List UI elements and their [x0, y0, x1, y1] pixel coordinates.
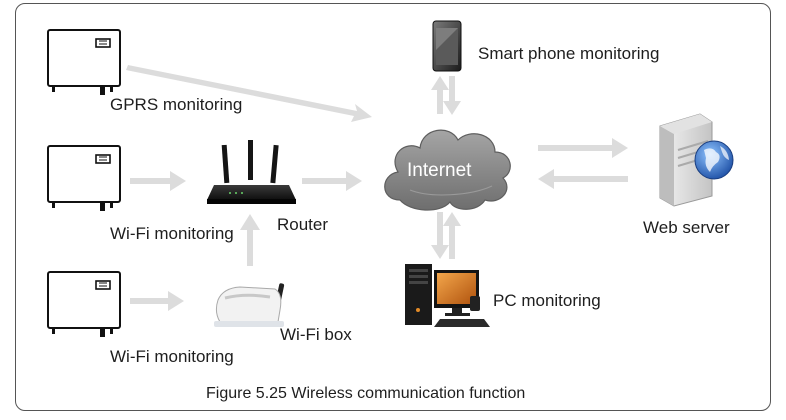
web-server-icon — [659, 113, 713, 207]
inverter-icon — [47, 145, 121, 211]
arrow-internet-to-web-server — [538, 138, 628, 158]
arrow-gprs-to-internet — [126, 65, 372, 122]
label-wifi-monitoring-1: Wi-Fi monitoring — [110, 224, 234, 243]
arrow-router-to-internet — [302, 171, 362, 191]
inverter-icon — [47, 29, 121, 95]
globe-icon — [694, 140, 734, 180]
arrow-smartphone-to-internet — [443, 76, 461, 115]
arrow-inverter-to-router — [130, 171, 186, 191]
label-wifi-monitoring-2: Wi-Fi monitoring — [110, 347, 234, 366]
arrow-web-server-to-internet — [538, 169, 628, 189]
cloud-icon — [384, 129, 511, 211]
wifi-box-icon — [214, 283, 285, 327]
label-wifi-box: Wi-Fi box — [280, 325, 352, 344]
arrow-internet-to-pc — [431, 212, 449, 259]
pc-icon — [405, 264, 490, 327]
label-internet: Internet — [407, 160, 472, 181]
arrow-inverter-to-wifi-box — [130, 291, 184, 311]
arrow-pc-to-internet — [443, 212, 461, 259]
label-smartphone-monitoring: Smart phone monitoring — [478, 44, 660, 63]
label-gprs-monitoring: GPRS monitoring — [110, 95, 243, 114]
router-icon — [207, 140, 296, 204]
smartphone-icon — [432, 20, 462, 72]
arrow-internet-to-smartphone — [431, 76, 449, 114]
label-web-server: Web server — [643, 218, 730, 237]
inverter-icon — [47, 271, 121, 337]
arrow-wifi-box-to-router — [240, 214, 260, 266]
label-pc-monitoring: PC monitoring — [493, 291, 601, 310]
label-router: Router — [277, 215, 329, 234]
diagram-frame — [15, 3, 771, 411]
figure-caption: Figure 5.25 Wireless communication funct… — [206, 385, 526, 402]
